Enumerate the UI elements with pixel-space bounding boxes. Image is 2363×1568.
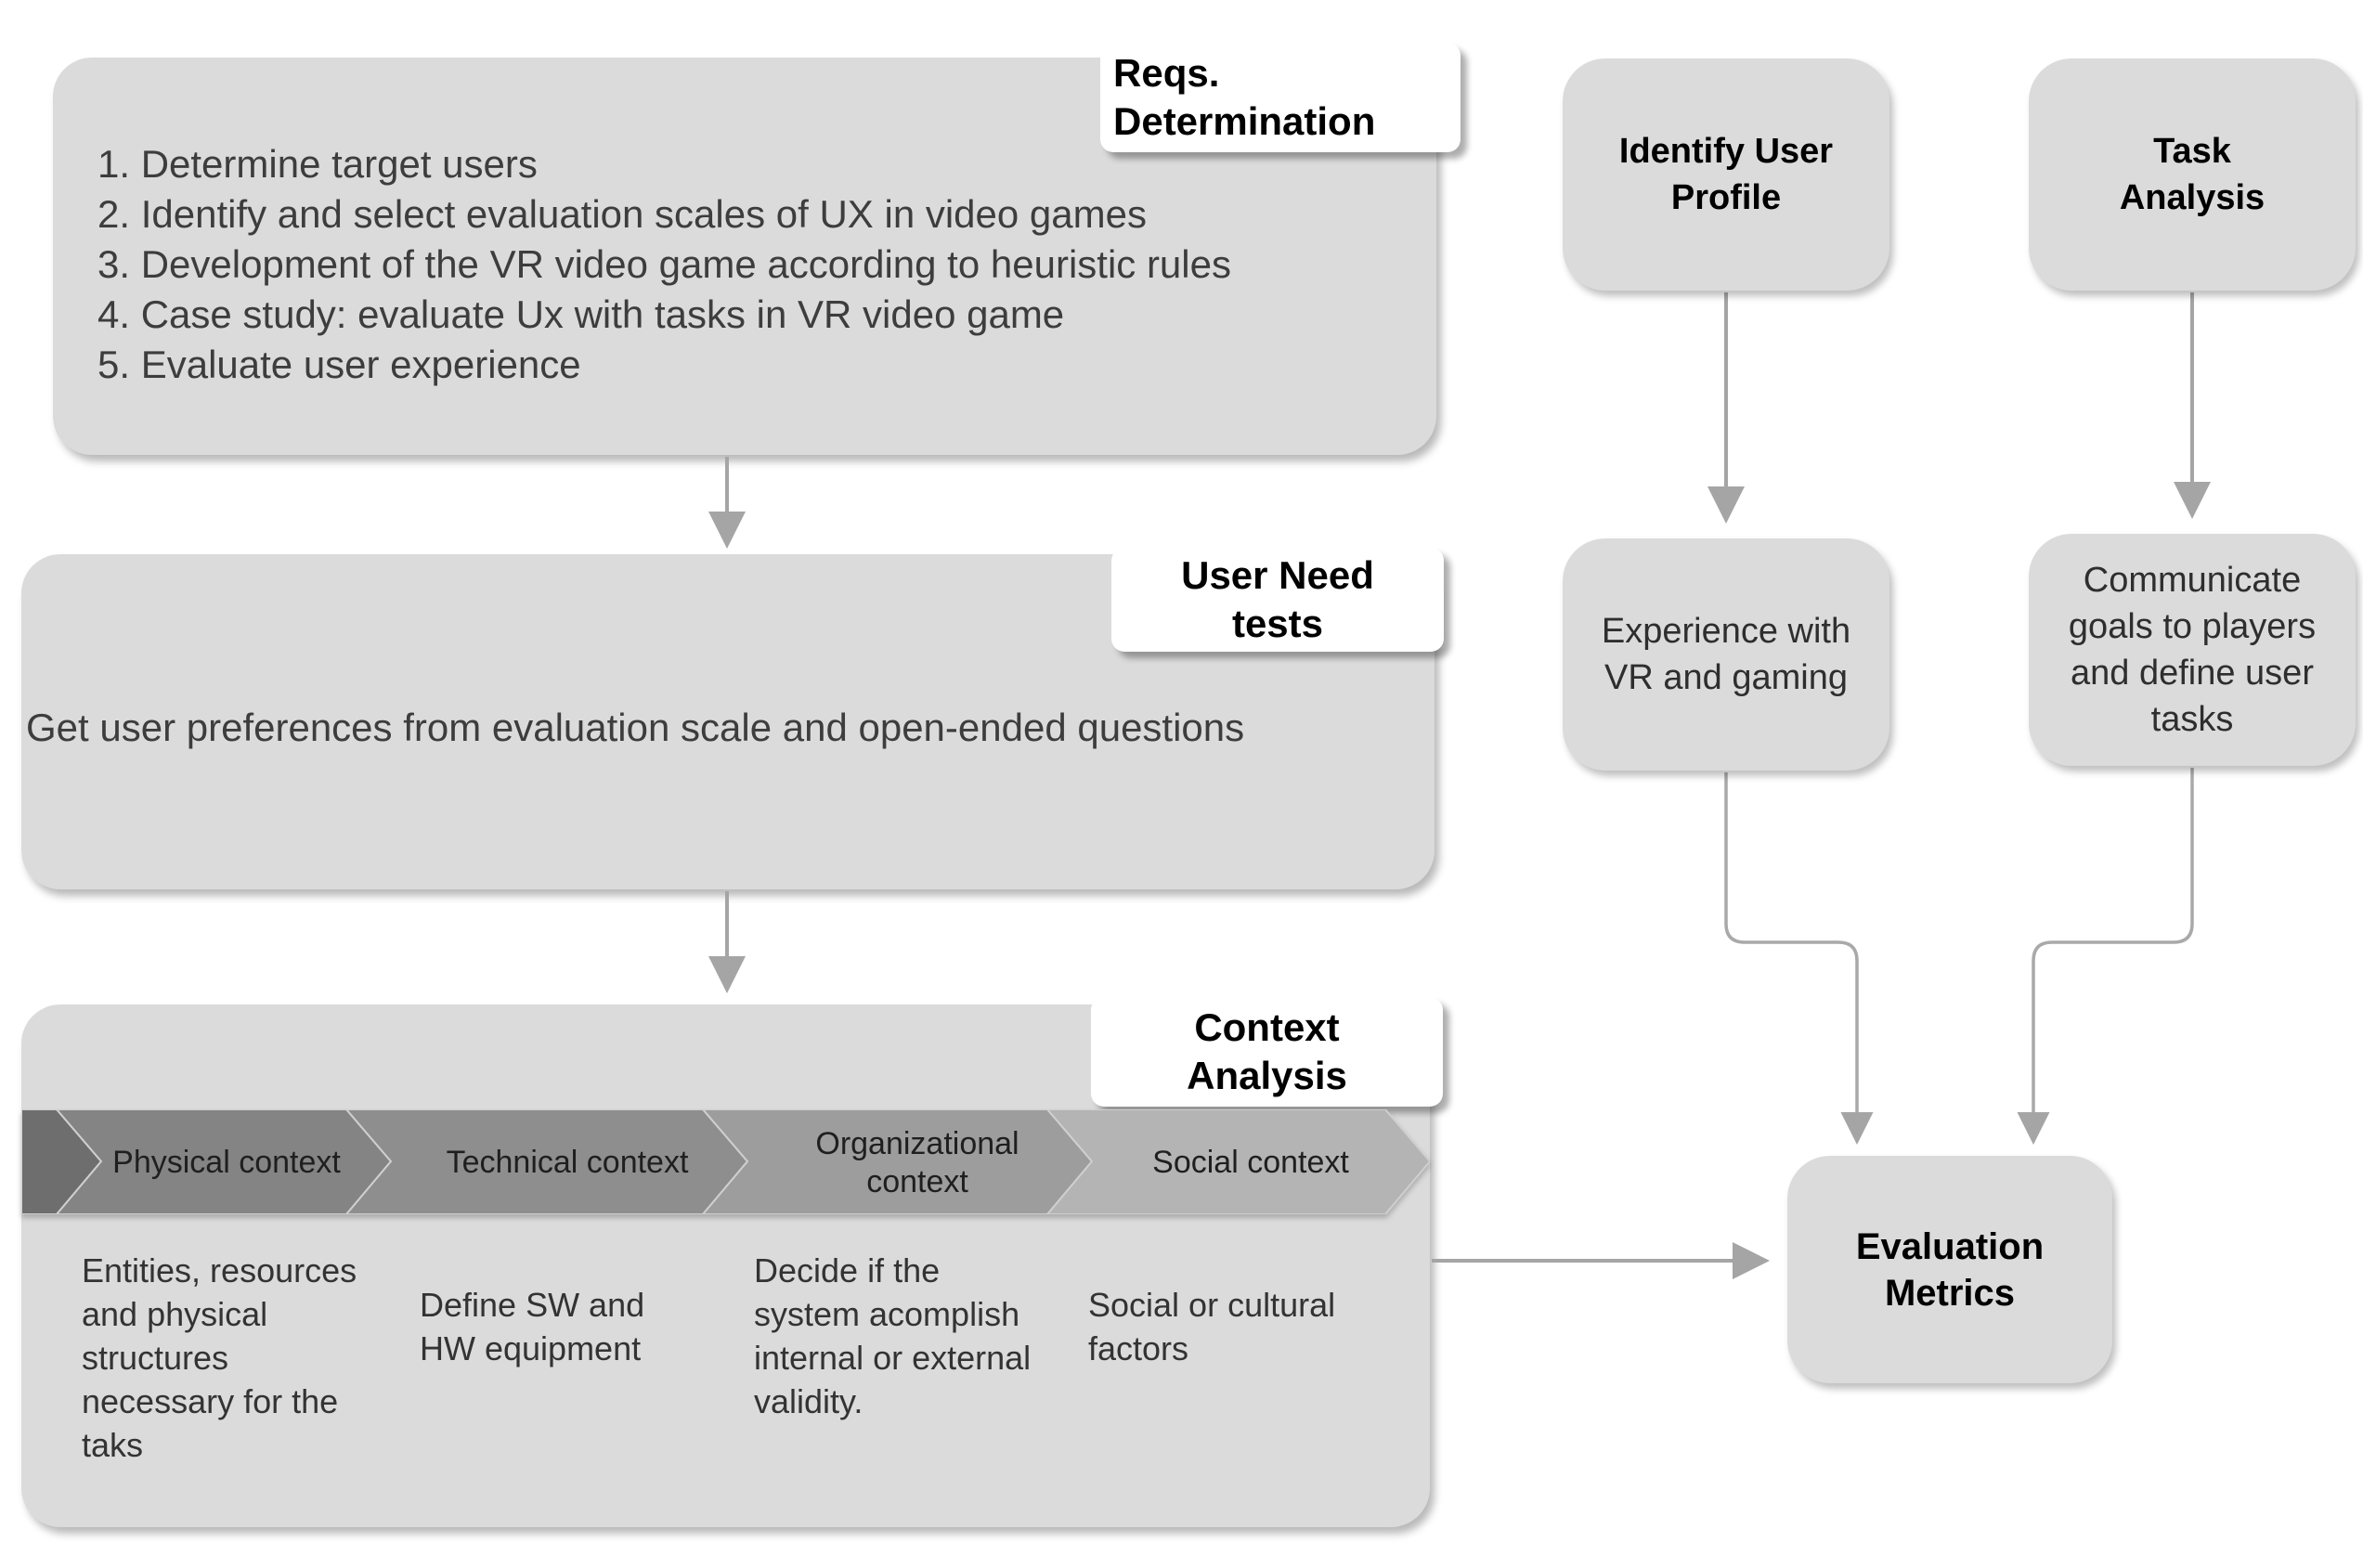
context-col-physical: Entities, resources and physical structu… <box>82 1251 357 1464</box>
reqs-step: 1. Determine target users <box>97 142 538 186</box>
context-col-technical: Define SW and HW equipment <box>420 1286 645 1367</box>
chevron-label-physical: Physical context <box>112 1145 341 1180</box>
reqs-step: 4. Case study: evaluate Ux with tasks in… <box>97 292 1065 336</box>
reqs-step: 2. Identify and select evaluation scales… <box>97 192 1147 236</box>
chevron-label-organizational: Organizational context <box>815 1126 1019 1199</box>
chevron-social-context <box>1045 1109 1430 1214</box>
reqs-step: 5. Evaluate user experience <box>97 343 581 386</box>
communicate-goals-node: Communicate goals to players and define … <box>2029 534 2356 766</box>
context-col-organizational: Decide if the system acomplish internal … <box>754 1251 1032 1420</box>
user-need-tests-label: User Need tests <box>1111 548 1444 652</box>
evaluation-metrics-node: Evaluation Metrics <box>1787 1156 2112 1383</box>
reqs-determination-label: Reqs. Determination <box>1100 43 1461 152</box>
identify-user-profile-node: Identify User Profile <box>1563 58 1889 291</box>
chevron-technical-context <box>344 1109 749 1214</box>
user-need-body: Get user preferences from evaluation sca… <box>26 706 1245 749</box>
elbow-experience-to-evaluation <box>1724 772 1874 1145</box>
reqs-steps-list: 1. Determine target users 2. Identify an… <box>97 139 1231 390</box>
experience-vr-gaming-node: Experience with VR and gaming <box>1563 538 1889 771</box>
context-chevron-band <box>21 1109 1430 1214</box>
chevron-label-social: Social context <box>1152 1145 1349 1180</box>
task-analysis-node: Task Analysis <box>2029 58 2356 291</box>
chevron-organizational-context <box>701 1109 1094 1214</box>
context-analysis-label: Context Analysis <box>1091 997 1443 1107</box>
elbow-communicate-to-evaluation <box>2017 768 2194 1145</box>
chevron-label-technical: Technical context <box>446 1145 689 1180</box>
chevron-physical-context <box>55 1109 393 1214</box>
context-col-social: Social or cultural factors <box>1088 1286 1336 1367</box>
reqs-step: 3. Development of the VR video game acco… <box>97 242 1231 286</box>
